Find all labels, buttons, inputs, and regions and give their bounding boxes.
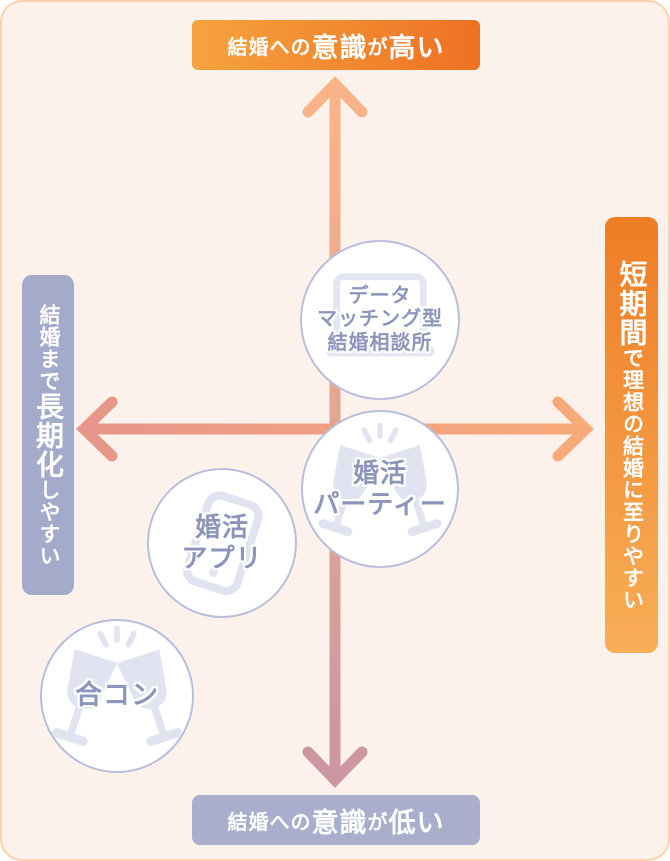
item-circle-goukon: 合コン <box>40 619 194 773</box>
smartphone-icon <box>183 491 263 596</box>
item-label: 合コン <box>75 680 159 711</box>
laptop-icon <box>325 273 435 357</box>
axis-label-left: 結婚まで長期化しやすい <box>22 275 74 595</box>
axis-label-text: 長期化 <box>33 391 64 479</box>
axis-label-bottom: 結婚への意識が低い <box>192 795 480 845</box>
item-label: データ マッチング型 結婚相談所 <box>317 284 443 354</box>
axis-label-text: 結婚への <box>227 811 312 834</box>
axis-label-top: 結婚への意識が高い <box>192 20 480 70</box>
axis-label-text: 低い <box>388 807 445 838</box>
item-circle-konkatsu-party: 婚活 パーティー <box>301 410 459 568</box>
axis-label-text: 高い <box>388 32 445 63</box>
axis-label-text: 意識 <box>311 807 368 838</box>
toasting-glasses-icon <box>318 423 442 537</box>
axis-label-text: 結婚への <box>227 36 312 59</box>
axis-label-text: が <box>367 36 389 59</box>
axis-label-text: 意識 <box>311 32 368 63</box>
item-circle-data-matching-agency: データ マッチング型 結婚相談所 <box>300 240 460 400</box>
axis-label-right: 短期間で理想の結婚に至りやすい <box>605 217 658 653</box>
axis-label-text: 結婚まで <box>37 303 60 392</box>
axis-label-text: が <box>367 811 389 834</box>
axis-label-text: 短期間 <box>616 259 648 347</box>
axis-label-text: しやすい <box>37 478 60 567</box>
item-label: 婚活 アプリ <box>181 512 263 573</box>
item-circle-konkatsu-app: 婚活 アプリ <box>147 468 297 618</box>
axis-label-text: で理想の結婚に至りやすい <box>620 346 644 611</box>
item-label: 婚活 パーティー <box>313 458 447 519</box>
toasting-glasses-icon <box>51 626 183 747</box>
